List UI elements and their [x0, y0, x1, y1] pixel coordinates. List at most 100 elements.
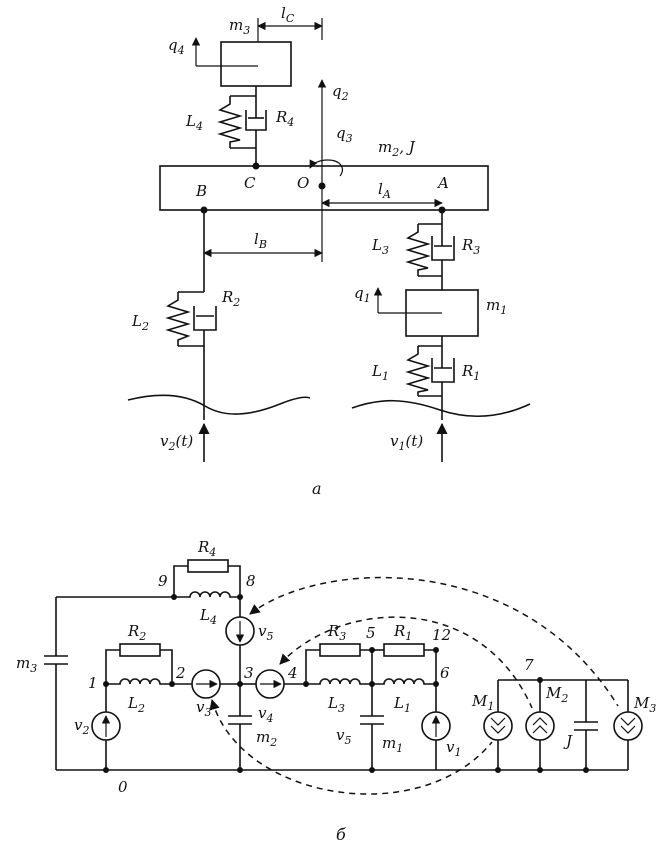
- ground-dot-2: [237, 767, 243, 773]
- M2-chevron-1: [532, 717, 548, 726]
- L1-label: L1: [393, 694, 411, 715]
- M1-source: [483, 711, 513, 741]
- L4-label: L4: [199, 606, 217, 627]
- node-9-label: 9: [158, 572, 168, 590]
- caption-a: a: [312, 479, 322, 498]
- mass-m3-block: [220, 41, 292, 87]
- M3-label: M3: [633, 694, 656, 715]
- R1-label: R1: [393, 622, 412, 643]
- ground-dot-3: [369, 767, 375, 773]
- node-6-label: 6: [440, 664, 450, 682]
- R2-label: R2: [127, 622, 146, 643]
- L2-label: L2: [131, 312, 149, 333]
- m3-label: m3: [229, 16, 250, 37]
- q3-rotation-arrow: [309, 159, 343, 177]
- caption-b: б: [336, 825, 346, 844]
- B-label: B: [195, 182, 207, 200]
- L4-label: L4: [185, 112, 203, 133]
- m2-label: m2: [256, 728, 277, 749]
- node-12-label: 12: [432, 626, 451, 644]
- figure-a-mechanical-model: q4 m3 lC q2 q3 L4 R4 m2, J B C O A: [127, 4, 531, 498]
- lC-label: lC: [281, 4, 295, 25]
- L1-inductor: [372, 678, 436, 685]
- R4-label: R4: [197, 538, 216, 559]
- R3-resistor: [319, 643, 361, 657]
- R4-upper-wire-right: [228, 565, 241, 597]
- R4-upper-wire: [173, 565, 188, 597]
- lA-label: lA: [378, 180, 391, 201]
- L3-spring: [405, 224, 431, 276]
- lB-label: lB: [254, 230, 267, 251]
- L3-label: L3: [371, 236, 389, 257]
- R2-resistor: [119, 643, 161, 657]
- R3-damper-cup: [431, 236, 455, 261]
- coupling-v5-to-M3: [249, 576, 619, 707]
- m1-label: m1: [382, 734, 403, 755]
- ground-dot-1: [103, 767, 109, 773]
- J-label: J: [563, 732, 573, 750]
- R1-upper-wire-right: [424, 649, 437, 684]
- node-3-label: 3: [244, 664, 254, 682]
- M1-chevron-1: [490, 717, 506, 726]
- node-4-label: 4: [287, 664, 298, 682]
- R1-label: R1: [461, 362, 480, 383]
- ground-dot-5: [537, 767, 543, 773]
- M2-chevron-2: [532, 725, 548, 734]
- L1-spring: [405, 346, 431, 396]
- q1-label: q1: [354, 284, 371, 305]
- q2-label: q2: [332, 82, 349, 103]
- v1t-label: v1(t): [390, 432, 423, 453]
- R4-resistor: [187, 559, 229, 573]
- M1-label: M1: [471, 692, 494, 713]
- m1-label: m1: [486, 296, 507, 317]
- R3-label: R3: [327, 622, 346, 643]
- v1-label: v1: [446, 738, 461, 759]
- node-8-label: 8: [246, 572, 256, 590]
- L1-label: L1: [371, 362, 389, 383]
- R1-damper-cup: [431, 358, 455, 383]
- ground-dot-4: [495, 767, 501, 773]
- v4-label: v4: [258, 704, 273, 725]
- v5-bottom-label: v5: [336, 726, 351, 747]
- R4-label: R4: [275, 108, 294, 129]
- v5-top-label: v5: [258, 622, 273, 643]
- v2t-label: v2(t): [160, 432, 193, 453]
- L2-label: L2: [127, 694, 145, 715]
- node-1-label: 1: [88, 674, 98, 692]
- L2-spring: [165, 292, 191, 346]
- q4-label: q4: [168, 36, 185, 57]
- node-5-label: 5: [366, 624, 376, 642]
- M1-chevron-2: [490, 725, 506, 734]
- R2-upper-wire-right: [160, 649, 173, 684]
- coupling-v4-to-M2: [279, 616, 533, 709]
- point-C-dot: [252, 162, 260, 170]
- M3-source: [613, 711, 643, 741]
- L2-inductor: [106, 678, 172, 685]
- R1-resistor: [383, 643, 425, 657]
- beam-m2-J: [159, 165, 489, 211]
- L4-spring: [217, 96, 243, 148]
- C-label: C: [244, 174, 256, 192]
- m2J-label: m2, J: [378, 138, 416, 159]
- road-profile-left: [127, 394, 311, 415]
- coupling-v3-to-M1: [209, 698, 493, 795]
- R2-damper-cup: [193, 306, 217, 331]
- O-label: O: [297, 174, 309, 192]
- R3-label: R3: [461, 236, 480, 257]
- point-O-dot: [318, 182, 326, 190]
- L3-inductor: [306, 678, 372, 685]
- M3-chevron-2: [620, 725, 636, 734]
- v2-label: v2: [74, 716, 89, 737]
- M2-label: M2: [545, 684, 568, 705]
- L3-label: L3: [327, 694, 345, 715]
- R3-upper-wire-left: [305, 649, 320, 684]
- v3-label: v3: [196, 698, 211, 719]
- figure-b-equivalent-circuit: 0 m3 9 8 R4 L4 v5 1 R2 L2: [16, 538, 656, 844]
- node-0-label: 0: [118, 778, 128, 796]
- q3-label: q3: [336, 124, 353, 145]
- L4-inductor: [174, 591, 240, 598]
- R3-upper-wire-right: [360, 649, 373, 684]
- road-profile-right: [351, 399, 531, 418]
- R2-label: R2: [221, 288, 240, 309]
